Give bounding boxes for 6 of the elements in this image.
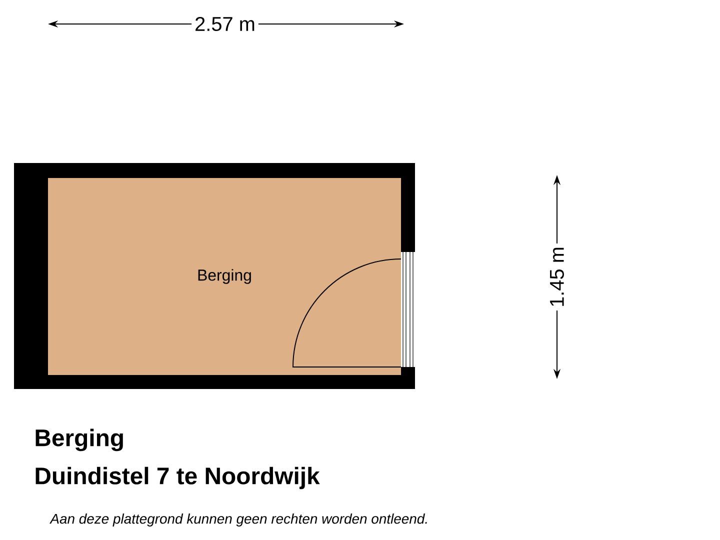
title-text: Duindistel 7 te Noordwijk — [36, 466, 320, 490]
title-text: Berging — [36, 428, 123, 452]
dimension-label: 1.45 m — [547, 244, 567, 310]
caption: Aan deze plattegrond kunnen geen rechten worden ontleend. — [50, 514, 427, 526]
dimension-label: 2.57 m — [192, 14, 258, 34]
room-floor: Berging — [48, 178, 401, 375]
